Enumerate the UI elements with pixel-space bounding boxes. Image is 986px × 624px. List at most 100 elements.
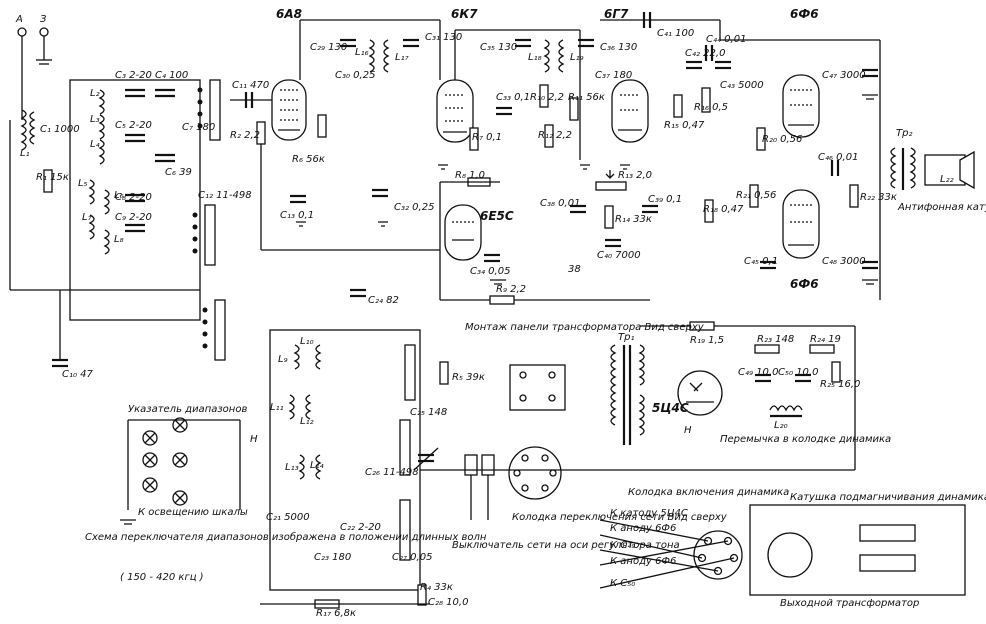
label-c27: С₂₇ 0,05 xyxy=(392,552,432,563)
label-c39: С₃₉ 0,1 xyxy=(648,194,682,205)
label-c7: С₇ 180 xyxy=(182,122,215,133)
tube-5ts4s xyxy=(677,370,723,416)
capacitor-c47 xyxy=(862,68,878,78)
label-l4: L₄ xyxy=(90,139,100,150)
label-r24: R₂₄ 19 xyxy=(810,334,841,345)
speaker-icon xyxy=(924,150,975,190)
tube-6f6-upper xyxy=(782,74,820,138)
label-c22: С₂₂ 2-20 xyxy=(340,522,381,533)
tube-label-6k7: 6К7 xyxy=(451,7,478,21)
label-c23: С₂₃ 180 xyxy=(314,552,351,563)
label-c40: С₄₀ 7000 xyxy=(597,250,641,261)
label-38: 38 xyxy=(568,264,581,275)
label-c21: С₂₁ 5000 xyxy=(266,512,310,523)
speaker-conn-5: К С₅₀ xyxy=(610,578,635,589)
resistor-r22 xyxy=(849,184,859,208)
label-c31: С₃₁ 130 xyxy=(425,32,462,43)
resistor-r9 xyxy=(489,295,515,305)
tube-label-6a8: 6А8 xyxy=(276,7,302,21)
label-l1: L₁ xyxy=(20,148,30,159)
label-h-left: Н xyxy=(250,434,258,445)
ground-terminal xyxy=(36,27,52,65)
resistor-r24 xyxy=(809,344,835,354)
label-r4: R₄ 33к xyxy=(420,582,453,593)
label-c30: С₃₀ 0,25 xyxy=(335,70,375,81)
label-c13: С₁₃ 0,1 xyxy=(280,210,314,221)
capacitor-c40 xyxy=(605,238,621,248)
label-tp2: Тр₂ xyxy=(896,128,912,139)
label-c4: С₄ 100 xyxy=(155,70,188,81)
tube-label-6f6-upper: 6Ф6 xyxy=(790,7,819,21)
label-r17: R₁₇ 6,8к xyxy=(316,608,356,619)
label-r14: R₁₄ 33к xyxy=(615,214,652,225)
label-r19: R₁₉ 1,5 xyxy=(690,335,724,346)
note-bias-coil: Катушка подмагничивания динамика xyxy=(790,492,986,503)
note-switch-range: ( 150 - 420 кгц ) xyxy=(120,572,204,583)
capacitor-c46 xyxy=(830,160,840,176)
label-l19: L₁₉ xyxy=(570,52,584,63)
label-r20: R₂₀ 0,56 xyxy=(762,134,802,145)
band-switch-wafer-2 xyxy=(399,344,416,561)
speaker-conn-2: К аноду 6Ф6 xyxy=(610,523,676,534)
label-c49: С₄₉ 10,0 xyxy=(738,367,778,378)
capacitor-c41 xyxy=(642,12,652,28)
osc-coils xyxy=(288,344,322,480)
trimmer-capacitors xyxy=(125,88,175,233)
label-c11: С₁₁ 470 xyxy=(232,80,269,91)
mains-plug-icon xyxy=(464,454,495,520)
label-c41: С₄₁ 100 xyxy=(657,28,694,39)
label-r15: R₁₅ 0,47 xyxy=(664,120,705,131)
label-l9: L₉ xyxy=(278,354,288,365)
label-l16: L₁₆ xyxy=(355,47,369,58)
capacitor-c42 xyxy=(686,60,702,70)
label-r2: R₂ 2,2 xyxy=(230,130,260,141)
label-c48: С₄₈ 3000 xyxy=(822,256,866,267)
band-switch-wafer-1 xyxy=(192,79,226,361)
rf-coils xyxy=(88,89,110,255)
label-c6: С₆ 39 xyxy=(165,167,192,178)
label-r9: R₉ 2,2 xyxy=(496,284,526,295)
label-r11: R₁₁ 56к xyxy=(568,92,605,103)
ground-symbols xyxy=(120,94,878,525)
resistor-r15 xyxy=(673,94,683,118)
tube-label-6e5s: 6Е5С xyxy=(480,209,514,223)
label-r8: R₈ 1,0 xyxy=(455,170,485,181)
note-speaker-block: Колодка включения динамика xyxy=(628,487,789,498)
label-c34: С₃₄ 0,05 xyxy=(470,266,510,277)
label-c32: С₃₂ 0,25 xyxy=(394,202,434,213)
label-c37: С₃₇ 180 xyxy=(595,70,632,81)
capacitor-c39 xyxy=(642,204,658,214)
speaker-conn-1: К катоду 5Ц4С xyxy=(610,508,688,519)
capacitor-c34 xyxy=(484,253,500,263)
label-l7: L₇ xyxy=(82,212,92,223)
resistor-r14 xyxy=(604,205,614,229)
label-r13: R₁₃ 2,0 xyxy=(618,170,652,181)
label-c35: С₃₅ 130 xyxy=(480,42,517,53)
label-l11: L₁₁ xyxy=(270,402,284,413)
label-r21: R₂₁ 0,56 xyxy=(736,190,776,201)
label-l2: L₂ xyxy=(90,88,100,99)
label-c29: С₂₉ 130 xyxy=(310,42,347,53)
label-l12: L₁₂ xyxy=(300,416,314,427)
label-c8: С₈ 2-20 xyxy=(115,192,152,203)
label-c43: С₄₃ 5000 xyxy=(720,80,764,91)
label-r16: R₁₆ 0,5 xyxy=(694,102,728,113)
note-transformer-panel: Монтаж панели трансформатора Вид сверху xyxy=(465,322,705,333)
label-r6: R₆ 56к xyxy=(292,154,325,165)
capacitor-c38 xyxy=(570,204,586,214)
label-l14: L₁₄ xyxy=(310,460,324,471)
label-c46: С₄₆ 0,01 xyxy=(818,152,858,163)
if-transformer-2 xyxy=(515,38,594,73)
capacitor-c11 xyxy=(244,92,254,108)
resistor-r11 xyxy=(569,97,579,121)
label-c12: С₁₂ 11-498 xyxy=(198,190,252,201)
label-l8: L₈ xyxy=(114,234,124,245)
capacitor-c13 xyxy=(290,194,306,204)
dial-indicator-lamps xyxy=(127,417,241,510)
label-l22: L₂₂ xyxy=(940,174,954,185)
label-l10: L₁₀ xyxy=(300,336,314,347)
label-l6: L₆ xyxy=(114,190,124,201)
voltage-selector-socket xyxy=(508,446,562,500)
label-r25: R₂₅ 16,0 xyxy=(820,379,860,390)
